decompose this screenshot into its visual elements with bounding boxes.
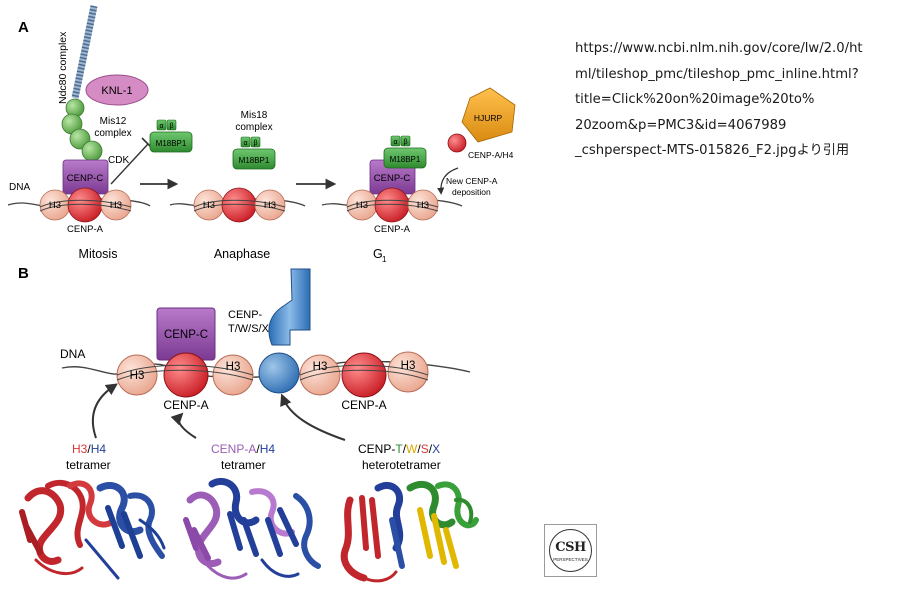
cenp-t-label-2: T/W/S/X — [228, 323, 270, 335]
mis12-label-1: Mis12 — [100, 116, 127, 127]
new-cenp-a-label-2: deposition — [452, 187, 491, 197]
arrow-cenpa-h4-to-dna — [170, 412, 197, 439]
cenp-a-label: CENP-A — [374, 224, 411, 235]
caption-line: 20zoom&p=PMC3&id=4067989 — [575, 117, 787, 133]
cenp-a-h4-particle — [447, 133, 467, 153]
h3h4-structure-image — [19, 479, 166, 580]
caption-line: title=Click%20on%20image%20to% — [575, 92, 815, 107]
m18bp1-label: M18BP1 — [156, 139, 187, 148]
arrow-cenp-t-to-dna — [280, 393, 346, 441]
caption: https://www.ncbi.nlm.nih.gov/core/lw/2.0… — [575, 36, 910, 164]
stage-g1-subscript: 1 — [382, 255, 387, 264]
new-cenp-a-arrow — [437, 167, 459, 195]
cenp-c-label-mitosis: CENP-C — [67, 173, 104, 184]
cdk-inhibition-line — [110, 143, 149, 185]
h3-label: H3 — [110, 200, 122, 211]
cenpa-h4-tetramer-label: tetramer — [221, 458, 266, 472]
csh-perspectives-logo: CSH PERSPECTIVES — [544, 524, 597, 577]
cdk-label: CDK — [108, 155, 129, 166]
hjurp-label: HJURP — [474, 113, 503, 123]
cenp-a-h4-label: CENP-A/H4 — [468, 150, 514, 160]
mis18-complex-free: α β M18BP1 — [149, 119, 193, 153]
nucleosome-array-b: H3 H3 H3 H3 CENP-A CENP-A — [116, 351, 429, 412]
h3h4-label: H3/H4 — [72, 442, 106, 456]
svg-text:α: α — [243, 140, 247, 147]
new-cenp-a-label-1: New CENP-A — [446, 176, 498, 186]
stage-mitosis: Mitosis — [79, 247, 118, 261]
h3-label: H3 — [203, 200, 215, 211]
stage-anaphase: Anaphase — [214, 247, 270, 261]
cenp-twsx-structure-image — [340, 480, 479, 583]
svg-text:α: α — [393, 139, 397, 146]
anaphase-unit: Mis18 complex α β M18BP1 H3 H3 — [193, 110, 286, 223]
figure: A Ndc80 complex KNL-1 Mis12 complex CDK … — [7, 5, 516, 583]
h3-label: H3 — [417, 200, 429, 211]
svg-text:β: β — [169, 123, 173, 130]
knl1-label: KNL-1 — [101, 85, 132, 97]
cenp-a-nucleosome — [341, 352, 387, 398]
mis12-label-2: complex — [94, 128, 131, 139]
dna-label-b: DNA — [60, 347, 85, 361]
cenp-c-label-g1: CENP-C — [374, 173, 411, 184]
h3h4-tetramer-label: tetramer — [66, 458, 111, 472]
logo-text-csh: CSH — [555, 540, 586, 555]
ndc80-stalk — [71, 5, 98, 99]
panel-b-letter: B — [18, 265, 29, 282]
cenpa-h4-label: CENP-A/H4 — [211, 442, 275, 456]
caption-line: _cshperspect-MTS-015826_F2.jpgより引用 — [575, 143, 850, 158]
cenp-a-nucleosome — [163, 352, 209, 398]
g1-unit: CENP-C α β M18BP1 H3 H3 CENP-A — [346, 135, 439, 235]
hjurp: HJURP CENP-A/H4 — [447, 87, 516, 160]
mis18-label-1: Mis18 — [241, 110, 268, 121]
panel-a-letter: A — [18, 19, 29, 36]
mitosis-unit: CENP-C H3 H3 CENP-A — [39, 159, 132, 235]
cenp-a-label: CENP-A — [67, 224, 104, 235]
h3-label: H3 — [226, 361, 241, 373]
cenp-c-label-b: CENP-C — [164, 329, 208, 341]
cenpa-h4-structure-image — [183, 477, 321, 580]
logo-ring — [549, 529, 592, 572]
heterotetramer-label: heterotetramer — [362, 458, 441, 472]
cenp-a-label: CENP-A — [163, 398, 208, 412]
mis12-complex — [61, 98, 103, 162]
h3-label: H3 — [130, 370, 145, 382]
svg-text:β: β — [403, 139, 407, 146]
svg-text:α: α — [159, 123, 163, 130]
h3-label: H3 — [401, 360, 416, 372]
h3-label: H3 — [264, 200, 276, 211]
cenp-t-nucleosome-like — [258, 352, 300, 394]
logo-text-perspectives: PERSPECTIVES — [553, 557, 588, 562]
caption-line: https://www.ncbi.nlm.nih.gov/core/lw/2.0… — [575, 41, 863, 56]
h3-label: H3 — [49, 200, 61, 211]
m18bp1-label: M18BP1 — [390, 155, 421, 164]
h3-label: H3 — [356, 200, 368, 211]
dna-label-a: DNA — [9, 182, 30, 193]
caption-line: ml/tileshop_pmc/tileshop_pmc_inline.html… — [575, 66, 859, 82]
m18bp1-label: M18BP1 — [239, 156, 270, 165]
cenp-twsx-label: CENP-T/W/S/X — [358, 442, 440, 456]
ndc80-label: Ndc80 complex — [57, 31, 69, 104]
cenp-t-label-1: CENP- — [228, 309, 263, 321]
knl1-shape — [85, 74, 149, 106]
cenp-a-label: CENP-A — [341, 398, 386, 412]
h3-label: H3 — [313, 361, 328, 373]
mis18-label-2: complex — [235, 122, 272, 133]
arrow-h3h4-to-dna — [91, 383, 118, 439]
cenp-t-w-s-x-shape — [268, 268, 311, 346]
svg-text:β: β — [253, 140, 257, 147]
stage-g1: G — [373, 247, 383, 261]
